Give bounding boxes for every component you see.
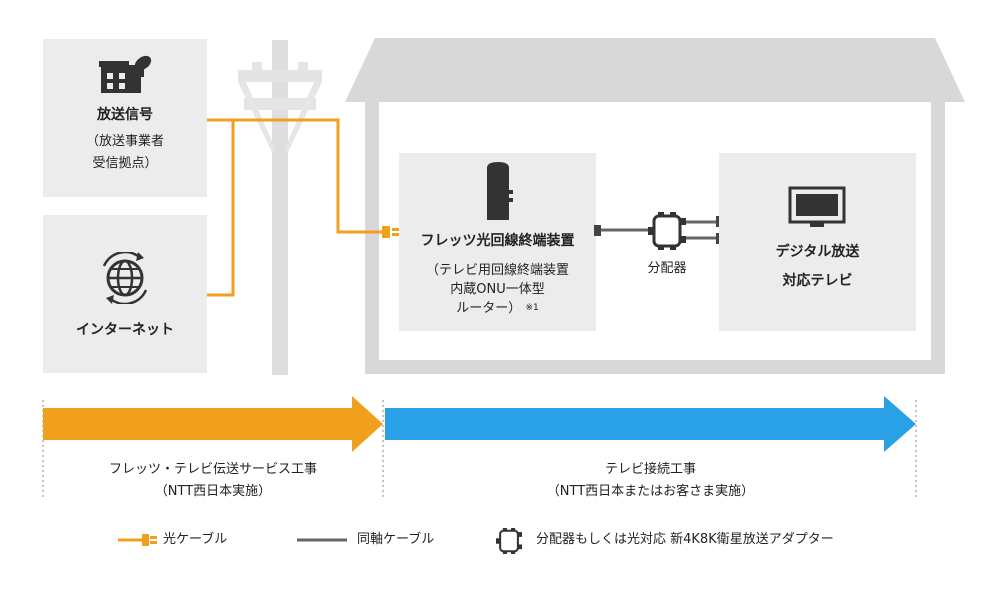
broadcast-sub1: （放送事業者 (85, 134, 164, 149)
satellite-building-icon (99, 55, 152, 93)
legend-splitter-label: 分配器もしくは光対応 新4K8K衛星放送アダプター (536, 532, 834, 547)
broadcast-sub2: 受信拠点） (92, 156, 158, 171)
tv-title2: 対応テレビ (782, 273, 853, 289)
tv-title1: デジタル放送 (775, 244, 860, 260)
right-work-line1: テレビ接続工事 (604, 462, 696, 477)
legend-optical-label: 光ケーブル (163, 532, 228, 547)
onu-sub2: 内蔵ONU一体型 (450, 282, 545, 297)
tv-icon (788, 186, 846, 227)
right-work-arrow (385, 396, 916, 452)
splitter-icon (648, 212, 686, 250)
legend: 光ケーブル 同軸ケーブル 分配器もしくは光対応 新4K8K衛星放送アダプター (0, 525, 1004, 555)
globe-icon (102, 252, 148, 304)
onu-footnote: ※1 (525, 303, 539, 313)
onu-title: フレッツ光回線終端装置 (420, 233, 575, 249)
broadcast-title: 放送信号 (97, 107, 153, 123)
onu-sub3: ルーター） ※1 (399, 298, 596, 319)
onu-sub1: （テレビ用回線終端装置 (425, 263, 569, 278)
left-work-line2: （NTT西日本実施） (154, 484, 272, 499)
splitter-label: 分配器 (647, 261, 687, 276)
utility-pole-icon (238, 40, 322, 375)
splitter-legend-icon (496, 528, 522, 554)
left-work-line1: フレッツ・テレビ伝送サービス工事 (108, 462, 317, 477)
left-work-arrow (43, 396, 383, 452)
tv-panel (719, 153, 916, 331)
coax-cable-legend-icon (297, 538, 347, 542)
onu-sub3-text: ルーター） (456, 301, 522, 316)
house-icon (345, 38, 965, 374)
optical-cable-legend-icon (118, 534, 157, 546)
onu-device-icon (487, 162, 513, 220)
right-work-line2: （NTT西日本またはお客さま実施） (546, 484, 755, 499)
legend-coax-label: 同軸ケーブル (357, 532, 435, 547)
internet-title: インターネット (76, 322, 174, 338)
